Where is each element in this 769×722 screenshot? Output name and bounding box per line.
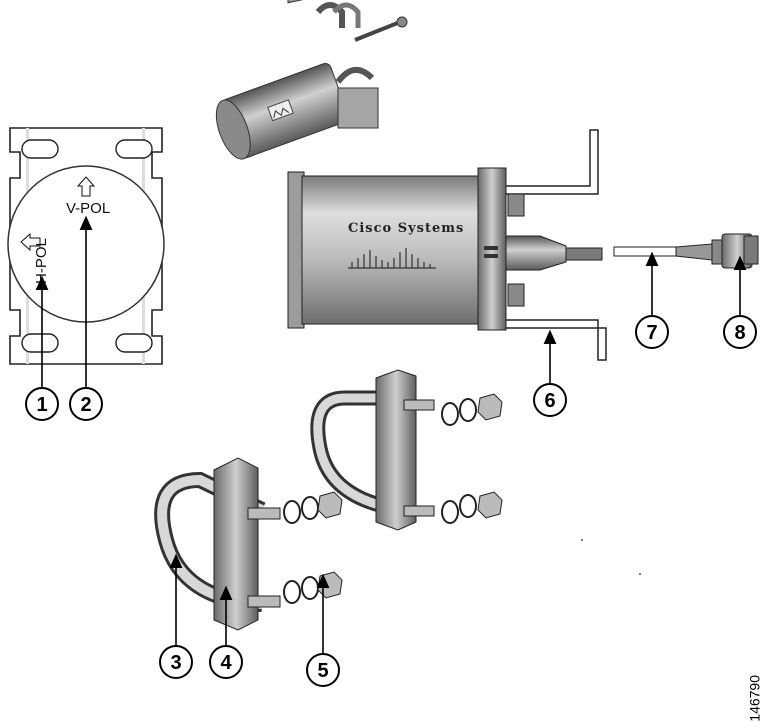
antenna-assembly-diagram: V-POL H-POL Cisco Systems xyxy=(7,0,759,687)
callout-1: 1 xyxy=(25,387,59,421)
svg-text:4: 4 xyxy=(220,652,232,674)
assembled-antenna-illustration xyxy=(215,0,408,160)
v-pol-arrow-icon xyxy=(76,176,96,197)
callout-3: 3 xyxy=(159,645,193,679)
callout-8: 8 xyxy=(723,315,757,349)
washers-nuts-rear xyxy=(441,393,503,524)
svg-text:1: 1 xyxy=(36,394,47,416)
svg-text:7: 7 xyxy=(646,322,657,344)
h-pol-arrow-icon xyxy=(20,232,41,252)
u-bolt-clamp-rear xyxy=(310,369,435,531)
callout-7: 7 xyxy=(635,315,669,349)
callout-4: 4 xyxy=(209,645,243,679)
v-pol-label: V-POL xyxy=(66,200,110,217)
brand-label: Cisco Systems xyxy=(348,221,464,236)
svg-text:3: 3 xyxy=(170,652,181,674)
leader-lines xyxy=(35,215,747,656)
callout-5: 5 xyxy=(306,653,340,687)
u-bolt-clamp-front xyxy=(154,457,281,631)
svg-text:8: 8 xyxy=(734,322,745,344)
callout-2: 2 xyxy=(69,387,103,421)
antenna-housing: Cisco Systems xyxy=(287,129,607,361)
washers-nuts-front xyxy=(283,491,343,604)
figure-id: 146790 xyxy=(747,675,763,722)
callout-6: 6 xyxy=(533,383,567,417)
cisco-bridge-logo-icon xyxy=(348,248,436,269)
rf-cable xyxy=(613,239,723,265)
svg-text:5: 5 xyxy=(317,660,328,682)
svg-text:6: 6 xyxy=(544,390,555,412)
h-pol-label: H-POL xyxy=(33,238,50,284)
svg-text:2: 2 xyxy=(80,394,91,416)
